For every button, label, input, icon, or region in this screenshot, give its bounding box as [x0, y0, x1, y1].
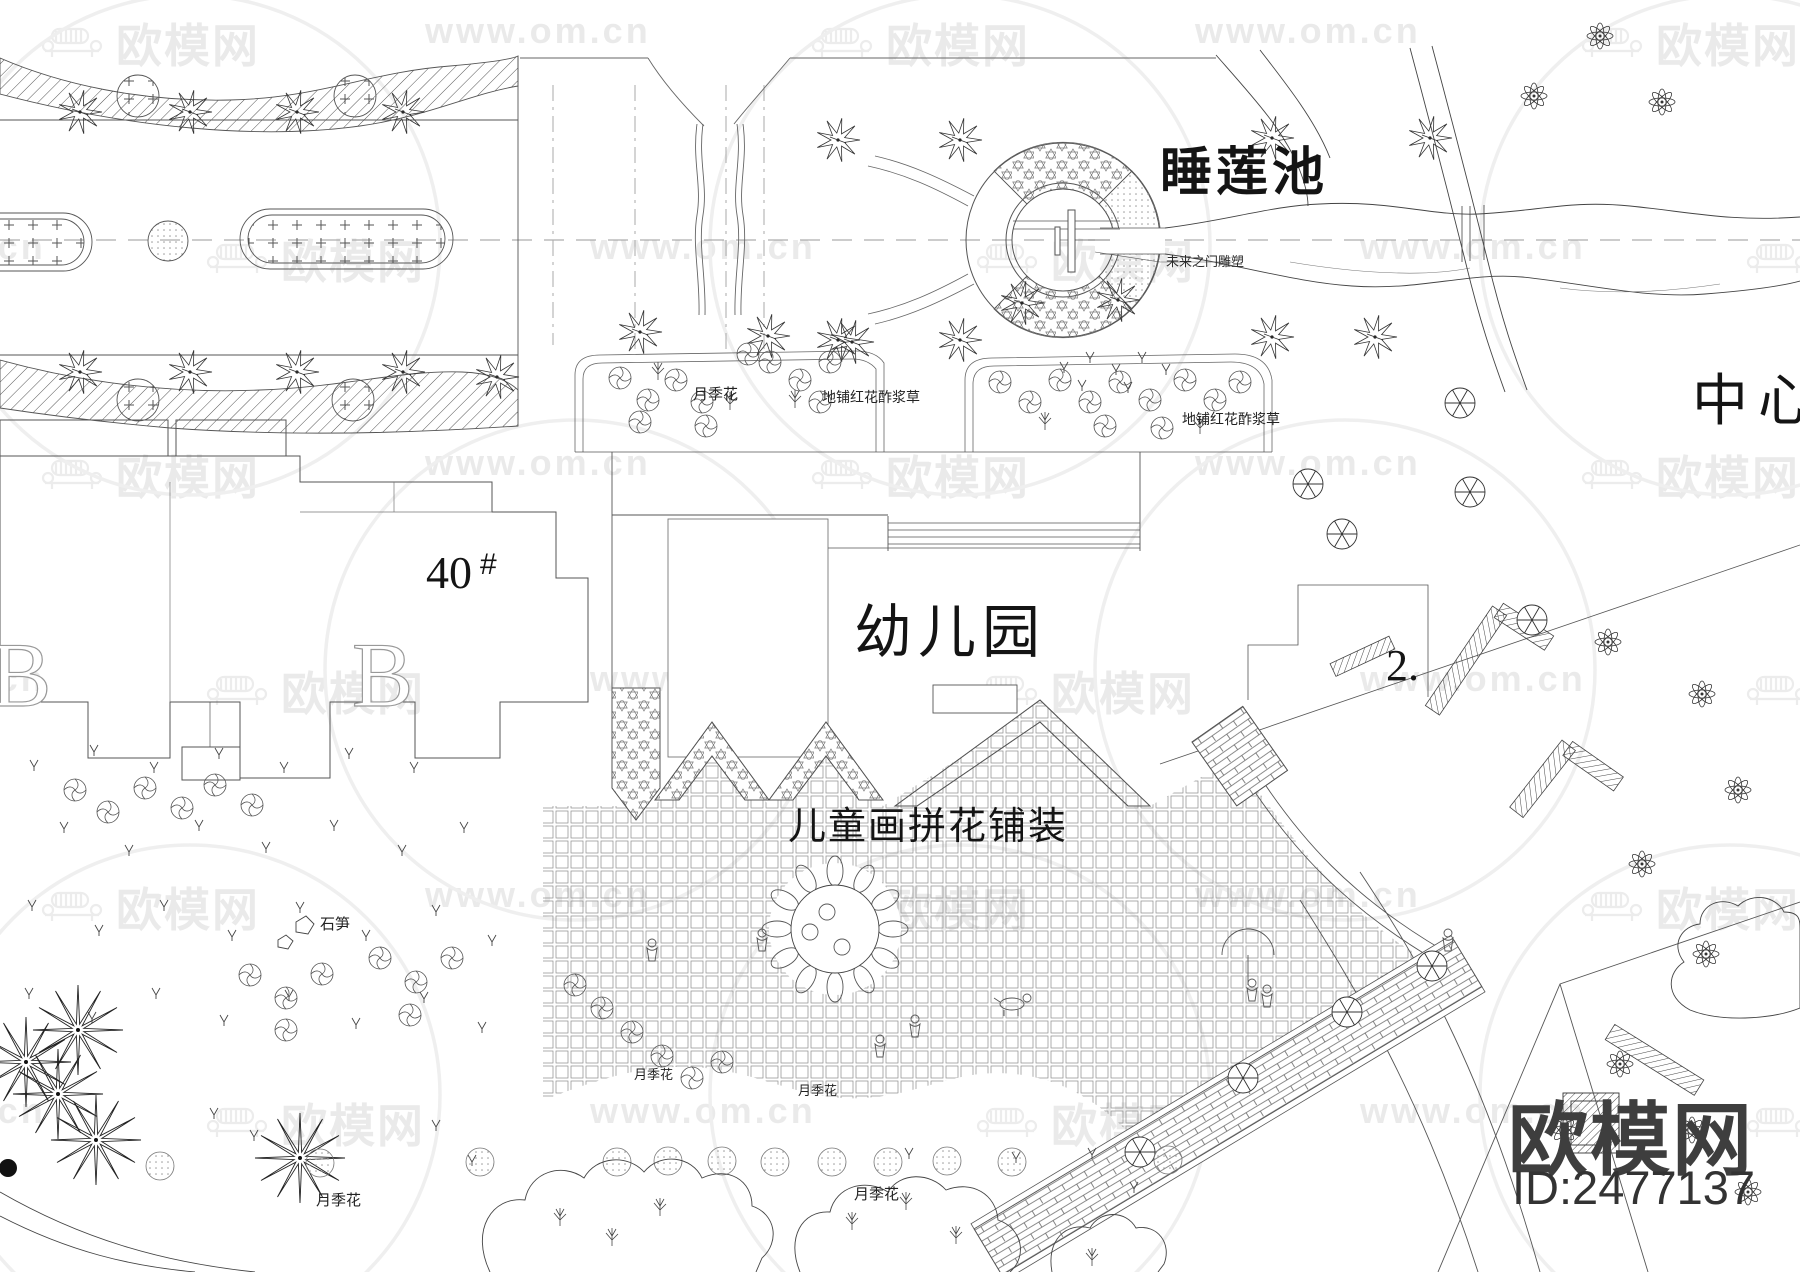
pond-label: 睡莲池 — [1160, 145, 1329, 202]
sofa-icon — [41, 891, 103, 921]
watermark-url: www.om.cn — [1360, 1090, 1586, 1132]
sofa-icon — [206, 1107, 268, 1137]
grid-paving — [543, 708, 1450, 1180]
sun-flower-feature — [761, 855, 909, 1003]
brick-path — [970, 705, 1486, 1272]
watermark-url: www.om.cn — [1195, 10, 1421, 52]
parcel-2-label: 2. — [1386, 641, 1419, 690]
children-paving-label: 儿童画拼花铺装 — [788, 806, 1069, 848]
sofa-icon — [41, 27, 103, 57]
stone-shoot-rocks — [277, 915, 315, 950]
sofa-icon — [1746, 1107, 1800, 1137]
watermark-url-text: www.om.cn — [0, 658, 46, 699]
kindergarten-label: 幼儿园 — [854, 600, 1047, 665]
watermark-logo: 欧模网 — [40, 874, 260, 940]
building-40-hash: # — [480, 548, 497, 581]
flower-bed-left — [574, 350, 885, 452]
rose-label-1: 月季花 — [693, 387, 739, 403]
watermark-url: www.om.cn — [425, 10, 651, 52]
stone-shoot-label: 石笋 — [320, 917, 351, 933]
watermark-url-text: www.om.cn — [590, 1090, 816, 1131]
sofa-icon — [1581, 891, 1643, 921]
watermark-logo: 欧模网 — [1580, 10, 1800, 76]
watermark-logo-text: 欧模网 — [281, 1100, 425, 1152]
rose-label-4: 月季花 — [854, 1187, 900, 1203]
star-paving-band — [611, 687, 1152, 821]
oxalis-label-2: 地铺红花酢浆草 — [1182, 413, 1280, 428]
sofa-icon — [1581, 459, 1643, 489]
unit-b-label-left: B — [0, 624, 51, 726]
building-40: B B — [0, 419, 589, 781]
watermark-logo-text: 欧模网 — [886, 20, 1030, 72]
sculpture-label: 未来之门雕塑 — [1166, 254, 1245, 269]
watermark-logo: 欧模网 — [1745, 1090, 1800, 1156]
watermark-logo-text: 欧模网 — [1051, 668, 1195, 720]
center-label-clipped: 中心 — [1692, 371, 1800, 433]
boulevard — [0, 55, 1216, 434]
sofa-icon — [976, 1107, 1038, 1137]
future-gate-sculpture — [1013, 209, 1120, 273]
umbrella-figure — [1221, 928, 1275, 1002]
watermark-url-text: www.om.cn — [1195, 10, 1421, 51]
building-40-label: 40# — [426, 550, 497, 596]
site-watermark-id: ID:2477137 — [1512, 1161, 1756, 1214]
natural-planting-area — [0, 915, 1167, 1272]
pie-tree-symbols — [1292, 387, 1548, 636]
sofa-icon — [1746, 675, 1800, 705]
rose-label-3: 月季花 — [798, 1083, 838, 1098]
watermark-logo: 欧模网 — [40, 442, 260, 508]
watermark-logo-text: 欧模网 — [1656, 20, 1800, 72]
watermark-url-text: www.om.cn — [1360, 226, 1586, 267]
sofa-icon — [811, 27, 873, 57]
building-40-number: 40 — [426, 547, 472, 598]
stream-pond — [1164, 45, 1800, 393]
sofa-icon — [1746, 243, 1800, 273]
rose-label-2: 月季花 — [634, 1067, 674, 1082]
watermark-url: www.om.cn — [590, 1090, 816, 1132]
sofa-icon — [206, 675, 268, 705]
site-watermark-brand: 欧模网 — [1508, 1096, 1754, 1185]
watermark-logo: 欧模网 — [205, 1090, 425, 1156]
watermark-url: www.om.cn — [0, 1090, 46, 1132]
watermark-logo: 欧模网 — [810, 10, 1030, 76]
watermark-url: www.om.cn — [0, 658, 46, 700]
rose-label-5: 月季花 — [316, 1193, 362, 1209]
watermark-logo: 欧模网 — [1745, 226, 1800, 292]
watermark-logo-text: 欧模网 — [281, 668, 425, 720]
watermark-url-text: www.om.cn — [425, 10, 651, 51]
watermark-url: www.om.cn — [1360, 226, 1586, 268]
dog-figure — [993, 993, 1032, 1016]
watermark-logo: 欧模网 — [975, 658, 1195, 724]
watermark-logo-text: 欧模网 — [116, 20, 260, 72]
central-plaza — [867, 141, 1232, 339]
watermark-url-text: www.om.cn — [0, 1090, 46, 1131]
watermark-url-text: www.om.cn — [1360, 1090, 1586, 1131]
children-figures — [646, 928, 1454, 1058]
flower-symbols — [1520, 22, 1762, 1206]
watermark-logo: 欧模网 — [1745, 658, 1800, 724]
oxalis-label-1: 地铺红花酢浆草 — [822, 391, 920, 406]
kindergarten-building — [611, 452, 1141, 758]
sofa-icon — [976, 243, 1038, 273]
watermark-logo: 欧模网 — [205, 658, 425, 724]
unit-b-label-right: B — [352, 624, 413, 726]
watermark-logo: 欧模网 — [40, 10, 260, 76]
watermark-logo-text: 欧模网 — [116, 884, 260, 936]
corner-road — [0, 1191, 256, 1272]
